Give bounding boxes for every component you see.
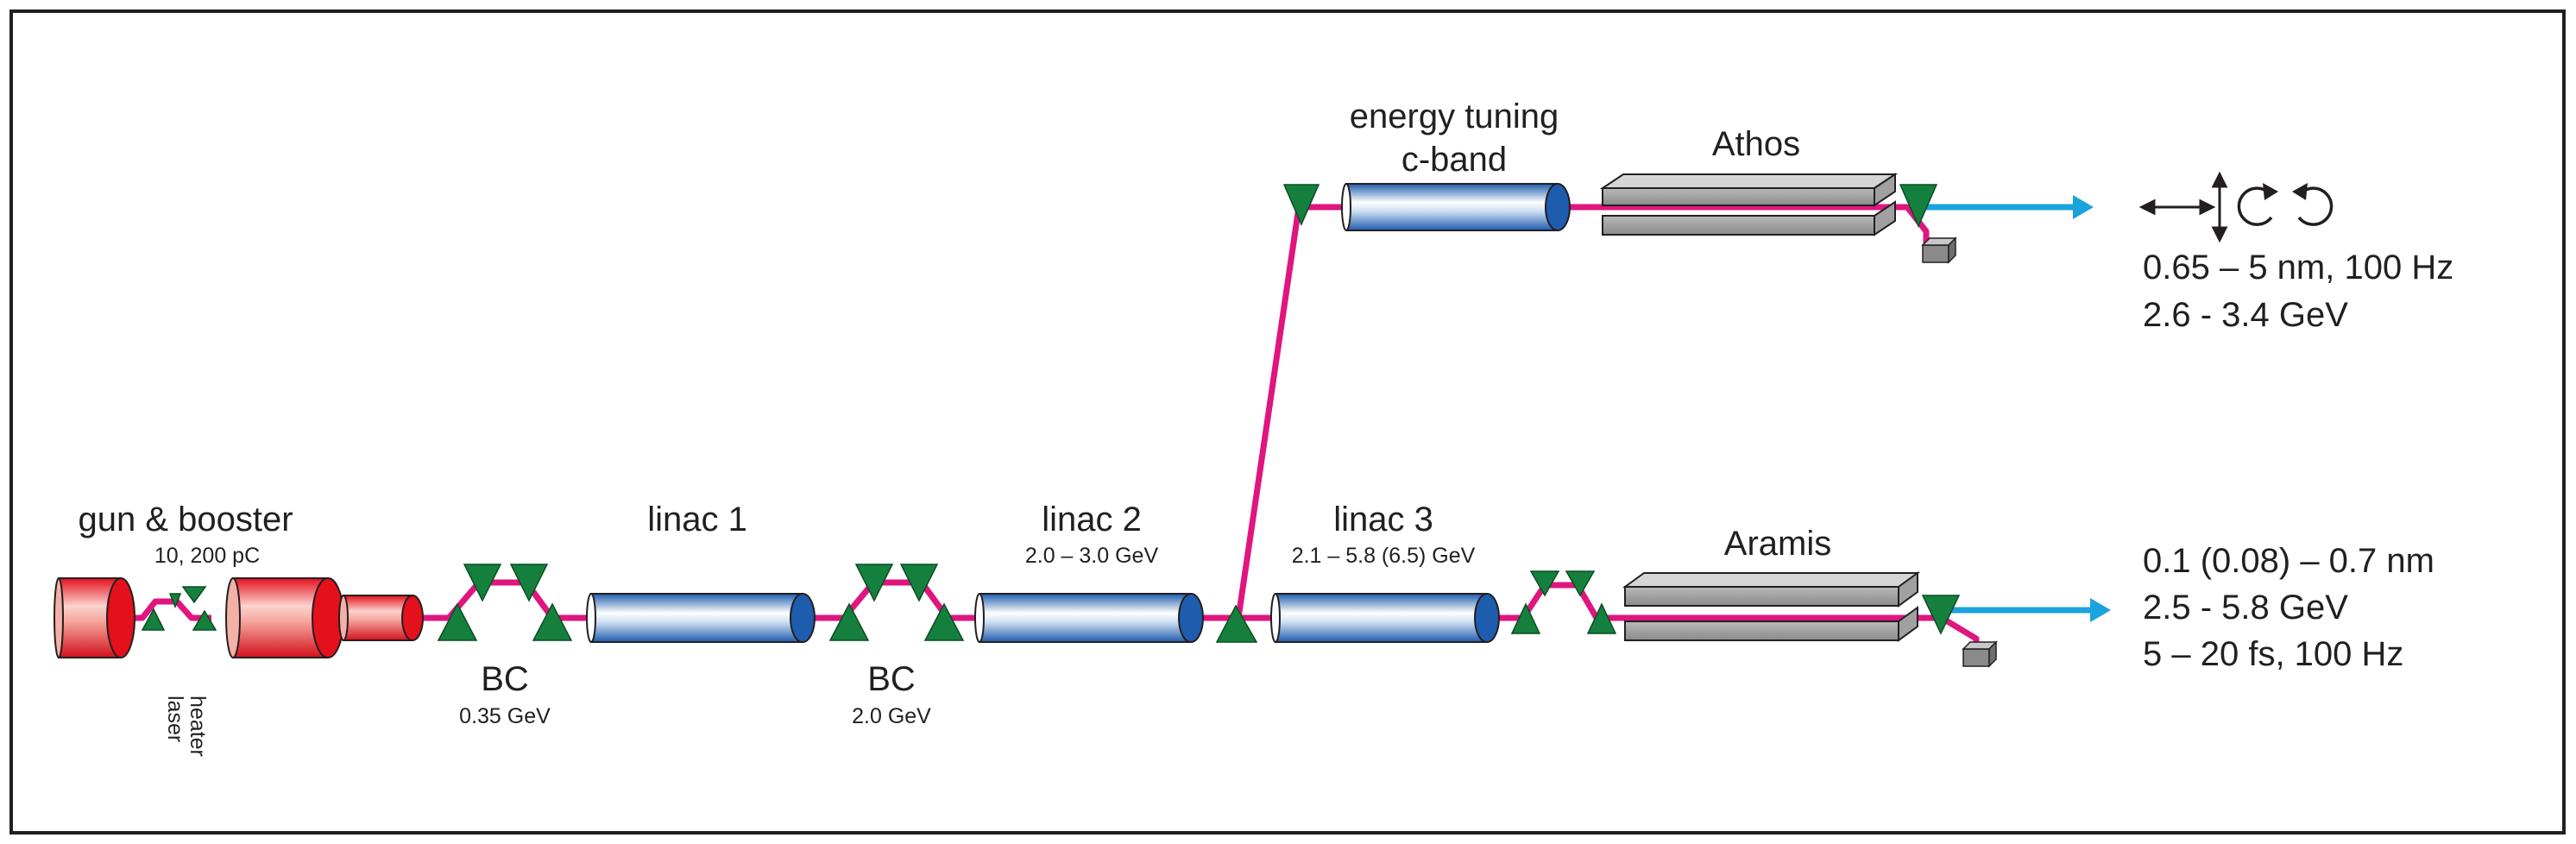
linac2-label: linac 2 bbox=[1042, 501, 1142, 539]
figure-frame bbox=[9, 9, 2566, 835]
booster-small-cavity bbox=[338, 595, 424, 641]
linac3-label: linac 3 bbox=[1333, 501, 1433, 539]
linac1-label: linac 1 bbox=[647, 501, 747, 539]
athos-undulator bbox=[1599, 173, 1899, 236]
magnet-up bbox=[532, 602, 573, 641]
energy-tuning-cavity bbox=[1341, 183, 1571, 231]
bc1-magnets bbox=[437, 564, 573, 641]
linac2-cavity bbox=[974, 593, 1204, 643]
aramis-beam-dump bbox=[1962, 640, 1998, 668]
athos-energy-label: 2.6 - 3.4 GeV bbox=[2143, 296, 2348, 334]
bc1-label: BC bbox=[481, 660, 529, 698]
magnet-down bbox=[1565, 570, 1596, 597]
magnet-up bbox=[141, 608, 166, 631]
aramis-dump-magnet bbox=[1921, 595, 1961, 635]
athos-label: Athos bbox=[1712, 125, 1800, 163]
laser-label: laser bbox=[163, 696, 187, 742]
horizontal-arrow-icon bbox=[2138, 198, 2216, 216]
gun-beamline-segment bbox=[121, 598, 211, 621]
athos-beam-dump bbox=[1921, 236, 1957, 264]
vertical-arrow-icon bbox=[2211, 171, 2228, 243]
gun-charge-label: 10, 200 pC bbox=[154, 544, 260, 568]
bc2-energy-label: 2.0 GeV bbox=[852, 704, 931, 728]
magnet-up bbox=[923, 602, 965, 641]
magnet-down bbox=[899, 564, 939, 602]
magnet-up bbox=[828, 602, 870, 641]
aramis-wavelength-label: 0.1 (0.08) – 0.7 nm bbox=[2143, 542, 2434, 580]
athos-arrowhead bbox=[2073, 195, 2094, 219]
linac3-cavity bbox=[1270, 593, 1500, 643]
bc2-magnets bbox=[828, 564, 965, 641]
gun-cavity bbox=[54, 577, 135, 658]
counterclockwise-circle-icon bbox=[2292, 183, 2334, 226]
energy-tuning-label: energy tuning bbox=[1350, 98, 1559, 135]
magnet-down bbox=[463, 564, 502, 602]
bc2-beamline-segment bbox=[811, 579, 982, 621]
switchyard-magnet bbox=[1215, 604, 1258, 643]
c-band-label: c-band bbox=[1401, 141, 1507, 179]
athos-branch-magnet bbox=[1282, 184, 1320, 226]
magnet-up bbox=[192, 609, 217, 631]
linac3-energy-label: 2.1 – 5.8 (6.5) GeV bbox=[1292, 544, 1476, 568]
magnet-down bbox=[1529, 570, 1560, 597]
magnet-down bbox=[168, 593, 182, 609]
aramis-chicane-magnets bbox=[1510, 570, 1617, 634]
magnet-up bbox=[437, 602, 478, 641]
gun-booster-label: gun & booster bbox=[78, 501, 293, 539]
aramis-label: Aramis bbox=[1724, 525, 1831, 563]
magnet-down bbox=[509, 564, 549, 602]
athos-wavelength-label: 0.65 – 5 nm, 100 Hz bbox=[2143, 249, 2453, 287]
aramis-pulse-label: 5 – 20 fs, 100 Hz bbox=[2143, 635, 2403, 673]
heater-label: heater bbox=[186, 696, 210, 757]
bc2-label: BC bbox=[867, 660, 916, 698]
magnet-down bbox=[854, 564, 894, 602]
magnet-up bbox=[1510, 602, 1541, 634]
clockwise-circle-icon bbox=[2237, 183, 2278, 226]
magnet-up bbox=[1586, 602, 1617, 634]
linac2-energy-label: 2.0 – 3.0 GeV bbox=[1025, 544, 1159, 568]
laser-heater-magnets bbox=[141, 586, 217, 631]
aramis-energy-label: 2.5 - 5.8 GeV bbox=[2143, 589, 2348, 627]
bc1-energy-label: 0.35 GeV bbox=[459, 704, 551, 728]
booster-cavity bbox=[225, 577, 344, 658]
athos-dump-magnet bbox=[1899, 184, 1938, 228]
linac1-cavity bbox=[586, 593, 816, 643]
aramis-undulator bbox=[1622, 571, 1921, 642]
aramis-arrowhead bbox=[2090, 598, 2111, 622]
magnet-down bbox=[181, 586, 207, 604]
